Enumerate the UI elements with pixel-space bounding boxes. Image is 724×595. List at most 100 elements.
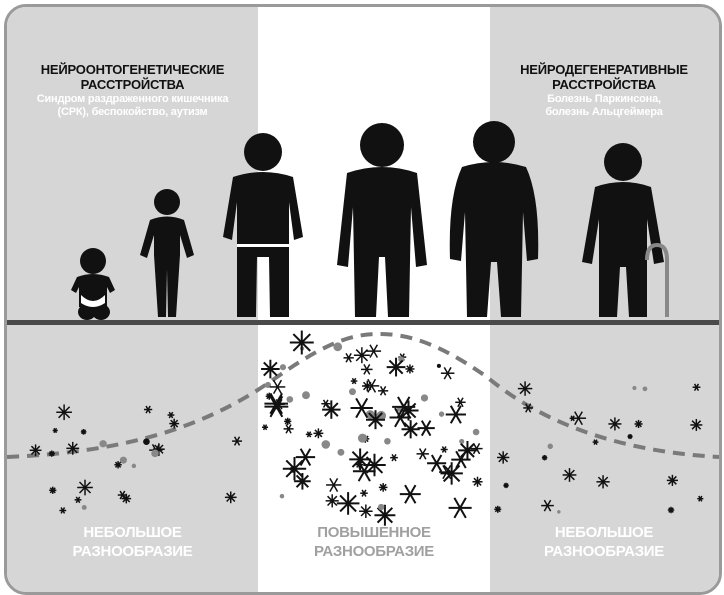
microbe-star — [269, 379, 286, 395]
microbe-star — [361, 364, 373, 375]
microbe-dot — [547, 443, 553, 450]
microbe-star — [690, 418, 703, 431]
microbe-star — [49, 486, 57, 494]
microbe-star — [389, 407, 412, 428]
microbe-star — [305, 431, 313, 438]
microbe-star — [523, 403, 534, 413]
microbe-star — [417, 420, 435, 437]
microbe-star — [322, 400, 341, 419]
microbe-star — [295, 448, 316, 466]
microbe-dot — [333, 342, 343, 352]
microbe-star — [497, 451, 510, 464]
microbe-star — [117, 490, 128, 500]
microbe-star — [350, 377, 358, 385]
microbe-dot — [81, 504, 87, 510]
microbe-star — [667, 506, 675, 514]
ground-line — [7, 320, 719, 325]
microbe-dot — [357, 433, 368, 443]
microbe-star — [282, 457, 307, 481]
microbe-star — [378, 386, 389, 396]
microbe-dot — [557, 510, 561, 514]
microbe-star — [517, 381, 533, 396]
microbe-star — [697, 495, 704, 502]
microbe-star — [360, 489, 368, 497]
microbe-star — [77, 479, 93, 496]
adult-icon — [337, 123, 427, 317]
right-header: НЕЙРОДЕГЕНЕРАТИВНЫЕ РАССТРОЙСТВА Болезнь… — [493, 62, 715, 118]
middle-aged-icon — [449, 121, 539, 317]
microbe-star — [48, 450, 55, 457]
microbe-star — [692, 383, 701, 391]
microbe-star — [114, 461, 122, 469]
microbe-dot — [264, 381, 272, 389]
microbe-star — [608, 417, 622, 431]
microbe-dot — [459, 438, 465, 445]
microbe-star — [440, 446, 448, 453]
right-header-sub-line1: Болезнь Паркинсона, — [547, 92, 661, 105]
microbe-star — [313, 428, 324, 439]
microbe-dot — [384, 437, 391, 445]
microbe-star — [349, 448, 372, 471]
microbe-star — [29, 444, 42, 457]
microbe-star — [59, 507, 67, 514]
microbe-star — [355, 460, 364, 469]
right-header-title-line1: НЕЙРОДЕГЕНЕРАТИВНЫЕ — [520, 62, 688, 77]
microbe-star — [336, 492, 360, 515]
microbe-star — [401, 420, 420, 439]
microbe-star — [399, 484, 421, 504]
microbe-dot — [131, 463, 137, 469]
microbe-dot — [349, 388, 356, 396]
microbe-star — [472, 476, 483, 487]
microbe-star — [284, 417, 292, 425]
left-header-sub-line1: Синдром раздраженного кишечника — [36, 92, 229, 105]
microbe-dot — [438, 411, 445, 417]
microbe-star — [569, 415, 576, 422]
microbe-star — [261, 424, 269, 431]
microbe-dot — [151, 449, 159, 458]
microbe-dot — [642, 386, 648, 392]
microbe-dot — [143, 438, 150, 446]
microbe-star — [562, 468, 577, 482]
microbe-dot — [279, 364, 287, 371]
microbe-star — [448, 497, 472, 519]
microbe-star — [232, 436, 243, 446]
left-header-title-line1: НЕЙРООНТОГЕНЕТИЧЕСКИЕ — [40, 62, 225, 77]
microbe-star — [350, 397, 373, 419]
microbe-star — [261, 359, 280, 379]
microbe-dot — [119, 456, 127, 464]
diversity-curve — [7, 331, 719, 459]
microbe-star — [440, 462, 463, 485]
microbe-star — [503, 482, 509, 489]
left-header-sub-line2: (СРК), беспокойство, аутизм — [57, 105, 208, 118]
microbe-star — [541, 499, 554, 512]
microbe-star — [592, 439, 599, 445]
microbe-star — [264, 395, 289, 418]
microbe-star — [359, 504, 373, 518]
child-icon — [140, 189, 194, 317]
microbe-star — [440, 366, 455, 380]
left-header-title-line2: РАССТРОЙСТВА — [80, 76, 185, 92]
microbe-star — [167, 411, 175, 419]
microbe-star — [343, 352, 354, 363]
microbe-star — [169, 418, 180, 429]
right-header-title-line2: РАССТРОЙСТВА — [552, 76, 656, 92]
microbe-star — [283, 424, 294, 434]
microbe-star — [143, 405, 153, 414]
microbe-star — [365, 410, 385, 430]
microbe-star — [66, 441, 80, 455]
microbe-dot — [436, 363, 441, 368]
figures-and-microbes-art — [7, 121, 719, 526]
microbe-star — [353, 347, 370, 364]
high-diversity-label: ПОВЫШЕННОЕ РАЗНООБРАЗИЕ — [314, 524, 434, 560]
diagram-frame: НЕЙРООНТОГЕНЕТИЧЕСКИЕ РАССТРОЙСТВА Синдр… — [4, 4, 722, 595]
microbe-star — [470, 443, 483, 455]
microbe-star — [392, 396, 416, 418]
microbe-dot — [337, 448, 345, 456]
left-header: НЕЙРООНТОГЕНЕТИЧЕСКИЕ РАССТРОЙСТВА Синдр… — [11, 62, 254, 118]
microbe-star — [405, 364, 415, 374]
microbe-star — [451, 450, 471, 469]
microbe-star — [445, 405, 466, 424]
microbe-star — [374, 504, 396, 526]
microbe-star — [390, 453, 398, 462]
teen-icon — [223, 133, 303, 317]
